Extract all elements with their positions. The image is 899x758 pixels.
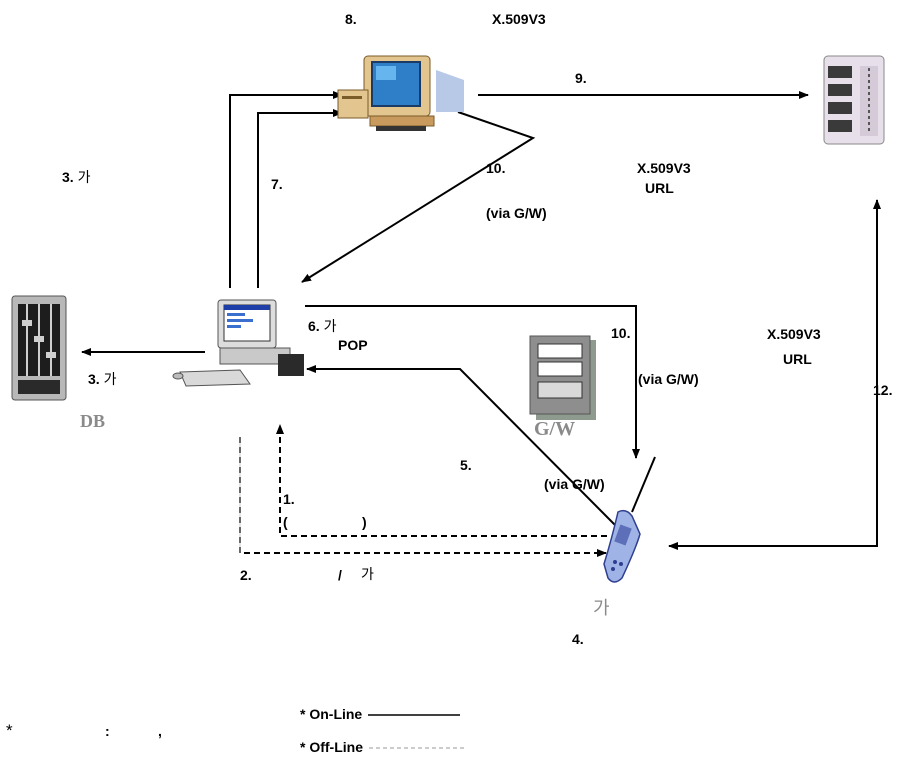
step-2-label: 2.	[240, 567, 252, 583]
step-9-label: 9.	[575, 70, 587, 86]
step-12-url: URL	[783, 351, 812, 367]
step-4-label: 4.	[572, 631, 584, 647]
link-step-5	[306, 365, 619, 529]
step-5-via: (via G/W)	[544, 476, 605, 492]
step-10a-label: 10.	[486, 160, 506, 176]
legend-offline-line	[369, 747, 467, 749]
step-1-paren-close: )	[362, 514, 367, 530]
cert-server-icon	[823, 55, 885, 145]
step-12-cert: X.509V3	[767, 326, 821, 342]
step-8-label: 8.	[345, 11, 357, 27]
legend-online: * On-Line	[300, 706, 461, 722]
phone-antenna	[631, 456, 656, 513]
link-step-10a	[301, 111, 536, 283]
client-pc-icon	[172, 299, 304, 387]
step-10a-via: (via G/W)	[486, 205, 547, 221]
db-server-icon	[11, 295, 67, 401]
step-3b-label: 3. 가	[88, 371, 117, 387]
legend-note-comma: ,	[158, 723, 162, 739]
step-10a-cert: X.509V3	[637, 160, 691, 176]
ca-computer-icon	[337, 55, 464, 131]
step-1-label: 1.	[283, 491, 295, 507]
step-2-text: 가	[361, 566, 374, 582]
gateway-icon	[529, 335, 596, 420]
step-12-label: 12.	[873, 382, 893, 398]
step-10a-url: URL	[645, 180, 674, 196]
step-1-paren-open: (	[283, 514, 288, 530]
step-5-label: 5.	[460, 457, 472, 473]
legend-online-line	[368, 714, 461, 717]
step-3a-label: 3. 가	[62, 169, 91, 185]
legend-offline: * Off-Line	[300, 739, 467, 755]
step-6-label: 6. 가	[308, 318, 337, 334]
phone-label: 가	[593, 598, 610, 619]
link-step-10b	[305, 305, 640, 459]
step-8-cert-label: X.509V3	[492, 11, 546, 27]
mobile-phone-icon	[603, 509, 641, 583]
step-10b-via: (via G/W)	[638, 371, 699, 387]
legend-note-colon: :	[105, 723, 110, 739]
link-step-12	[669, 199, 881, 547]
step-10b-label: 10.	[611, 325, 631, 341]
link-step-7	[257, 109, 343, 288]
link-step-1	[276, 424, 607, 537]
step-6-pop: POP	[338, 337, 368, 353]
link-client-to-ca-outer	[229, 91, 343, 288]
step-7-label: 7.	[271, 176, 283, 192]
legend-note-star: *	[6, 721, 13, 740]
gateway-label: G/W	[534, 418, 576, 440]
step-2-slash: /	[338, 567, 342, 583]
db-label: DB	[80, 411, 106, 431]
